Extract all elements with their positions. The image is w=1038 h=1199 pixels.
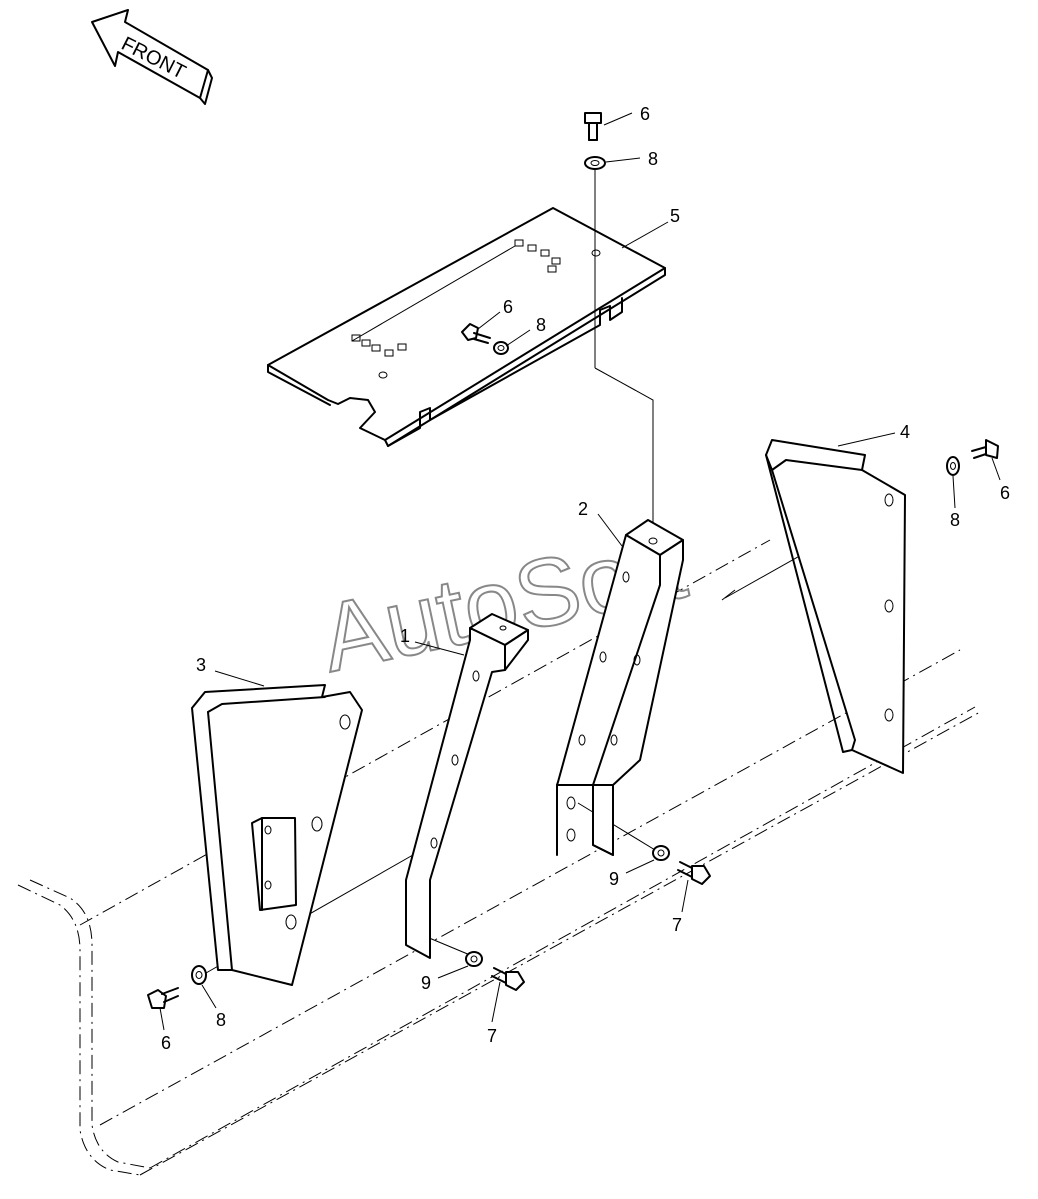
callout-bolt-left: 6: [161, 1033, 171, 1053]
callout-part-3: 3: [196, 655, 206, 675]
left-side-panel: [191, 684, 363, 986]
callout-bolt-panel: 6: [503, 297, 513, 317]
mid-bolt-icon: [491, 967, 525, 991]
callout-washer-top: 8: [648, 149, 658, 169]
callout-part-2: 2: [578, 499, 588, 519]
callout-part-5: 5: [670, 206, 680, 226]
leader-lines: [159, 112, 1001, 1031]
callout-labels: 6 8 5 6 8 4 8 6 2 1 3 8 6 9 7 9 7: [161, 104, 1010, 1053]
callout-washer-right: 8: [950, 510, 960, 530]
callout-washer-left: 8: [216, 1010, 226, 1030]
callout-part-4: 4: [900, 422, 910, 442]
top-washer-icon: [584, 156, 606, 170]
callout-bolt-lower-right: 7: [672, 915, 682, 935]
callout-bolt-right: 6: [1000, 483, 1010, 503]
left-bolt-icon: [147, 987, 179, 1009]
callout-washer-lower-right: 9: [609, 869, 619, 889]
left-washer-icon: [191, 965, 207, 985]
tall-bracket: [556, 519, 684, 856]
callout-bolt-mid: 7: [487, 1026, 497, 1046]
top-bolt-icon: [584, 112, 602, 141]
right-bolt-icon: [971, 439, 999, 459]
callout-washer-panel: 8: [536, 315, 546, 335]
panel-bolt-icon: [461, 323, 491, 344]
right-washer-icon: [946, 456, 960, 476]
narrow-bracket: [405, 613, 529, 959]
perforation-pattern: [351, 239, 561, 357]
panel-washer-icon: [493, 341, 509, 355]
callout-bolt-top: 6: [640, 104, 650, 124]
mid-washer-icon: [465, 951, 483, 967]
callout-washer-mid: 9: [421, 973, 431, 993]
cover-plate: [267, 207, 666, 447]
right-side-panel: [765, 439, 906, 774]
lower-right-bolt-icon: [677, 861, 711, 885]
lower-right-washer-icon: [652, 845, 670, 861]
callout-part-1: 1: [400, 626, 410, 646]
front-arrow-icon: FRONT: [91, 9, 213, 105]
